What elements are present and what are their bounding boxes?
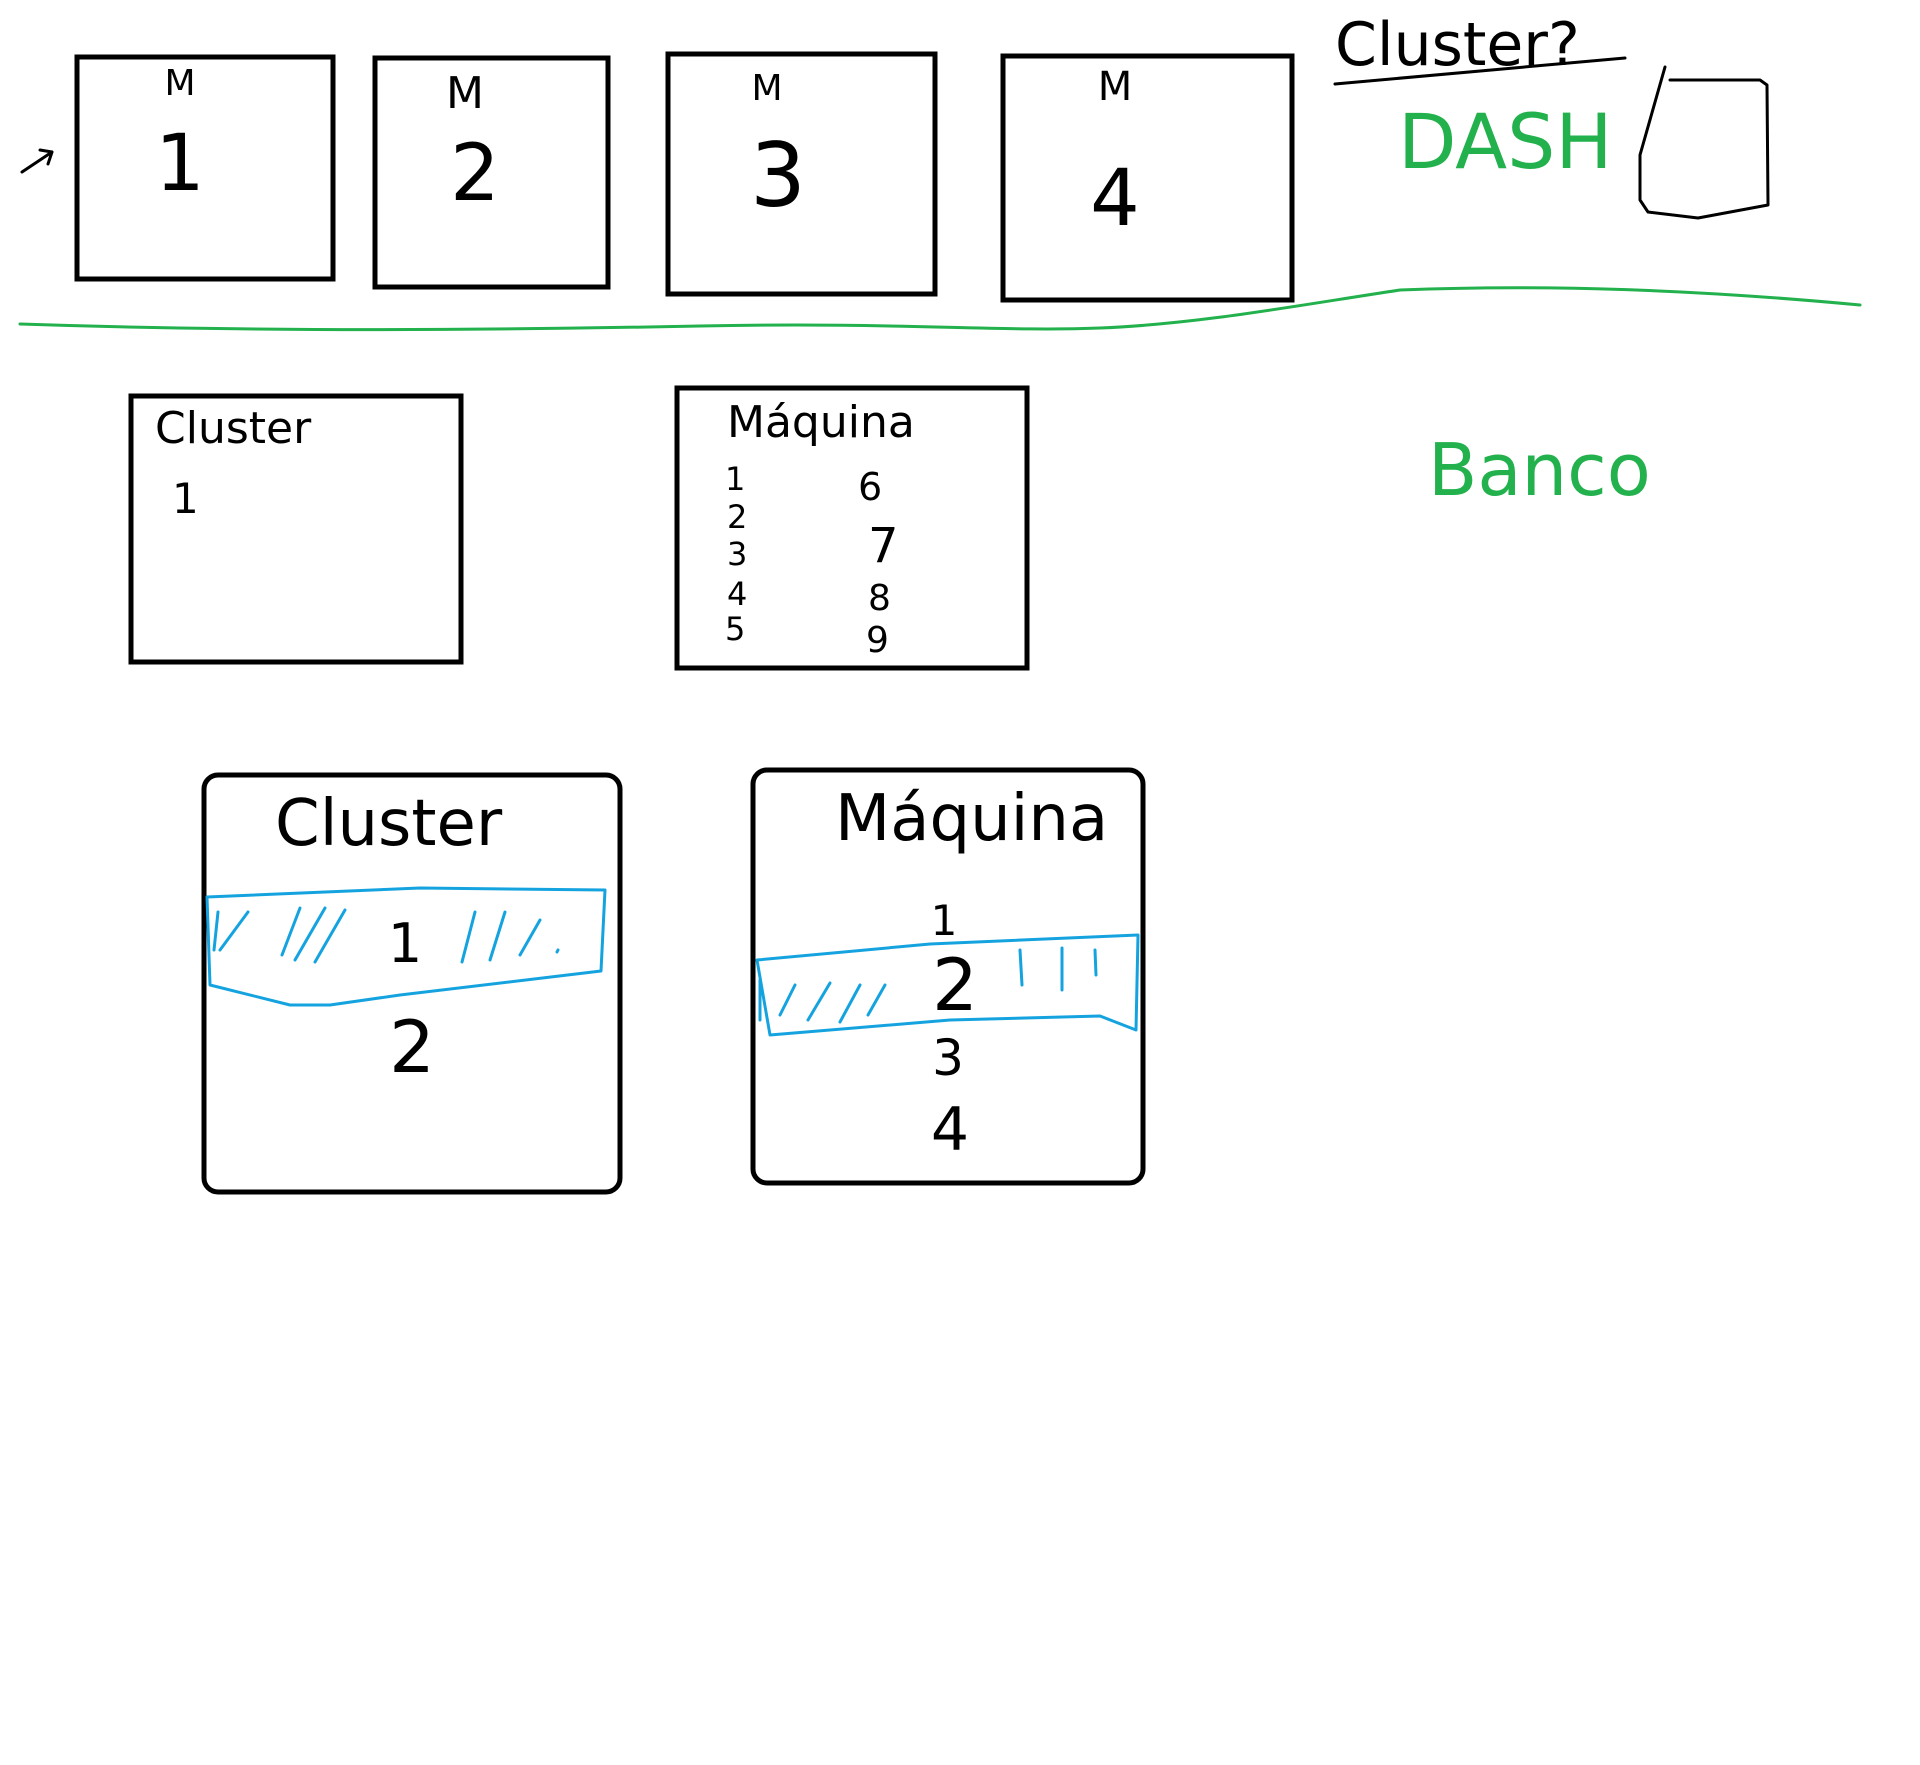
cluster-question-group: Cluster? xyxy=(1333,10,1627,86)
wireframe-a-cluster-panel[interactable]: Cluster 1 xyxy=(128,393,464,665)
machine-list-item-selected[interactable]: 2 xyxy=(932,943,978,1027)
cluster-list-item[interactable]: 1 xyxy=(172,474,199,523)
dash-device-sketch xyxy=(1638,65,1770,220)
machine-list-item[interactable]: 1 xyxy=(931,896,958,945)
machine-tile-1[interactable]: M 1 xyxy=(74,54,336,282)
banco-label: Banco xyxy=(1428,428,1651,512)
cluster-question-label: Cluster? xyxy=(1335,10,1580,80)
wireframe-b-cluster-panel[interactable]: Cluster 1 2 xyxy=(201,772,623,1195)
machine-prefix-label: M xyxy=(164,63,195,104)
machine-list-item[interactable]: 5 xyxy=(725,610,745,648)
cluster-selected-highlight xyxy=(205,886,607,1007)
machine-panel-title: Máquina xyxy=(727,397,915,448)
machine-list-item[interactable]: 7 xyxy=(868,518,899,574)
machine-prefix-label: M xyxy=(751,68,782,109)
green-divider xyxy=(18,286,1862,332)
machine-list-item[interactable]: 8 xyxy=(868,578,891,619)
machine-tile-4[interactable]: M 4 xyxy=(1000,53,1295,303)
wireframe-b-machine-panel[interactable]: Máquina 1 2 3 4 xyxy=(750,767,1146,1186)
machine-number-label: 3 xyxy=(750,124,806,227)
machine-selected-highlight xyxy=(755,933,1140,1037)
cluster-list-item[interactable]: 2 xyxy=(389,1005,435,1089)
machine-number-label: 2 xyxy=(450,129,500,219)
machine-panel-title: Máquina xyxy=(835,782,1108,856)
machine-number-label: 4 xyxy=(1090,154,1140,244)
machine-prefix-label: M xyxy=(446,68,484,119)
machine-tile-3[interactable]: M 3 xyxy=(665,51,938,297)
dash-label: DASH xyxy=(1398,97,1613,186)
entry-arrow xyxy=(20,148,54,174)
machine-list-item[interactable]: 4 xyxy=(727,575,747,613)
machine-list-item[interactable]: 2 xyxy=(727,498,747,536)
machine-list-item[interactable]: 6 xyxy=(858,465,882,509)
machine-list-item[interactable]: 1 xyxy=(725,460,745,498)
machine-list-col1: 1 2 3 4 5 xyxy=(725,460,747,648)
machine-prefix-label: M xyxy=(1098,64,1133,110)
machine-list-item[interactable]: 9 xyxy=(866,620,889,661)
cluster-panel-title: Cluster xyxy=(155,403,312,454)
machine-number-label: 1 xyxy=(155,119,205,209)
machine-list-item[interactable]: 3 xyxy=(932,1029,964,1087)
cluster-panel-title: Cluster xyxy=(275,787,503,861)
wireframe-a-machine-panel[interactable]: Máquina 1 2 3 4 5 6 7 8 9 xyxy=(674,385,1030,671)
cluster-list-item-selected[interactable]: 1 xyxy=(388,912,422,975)
machine-tile-2[interactable]: M 2 xyxy=(372,55,611,290)
machine-list-col2: 6 7 8 9 xyxy=(858,465,899,661)
machine-list-item[interactable]: 3 xyxy=(727,535,747,573)
machine-list-item[interactable]: 4 xyxy=(931,1095,969,1165)
